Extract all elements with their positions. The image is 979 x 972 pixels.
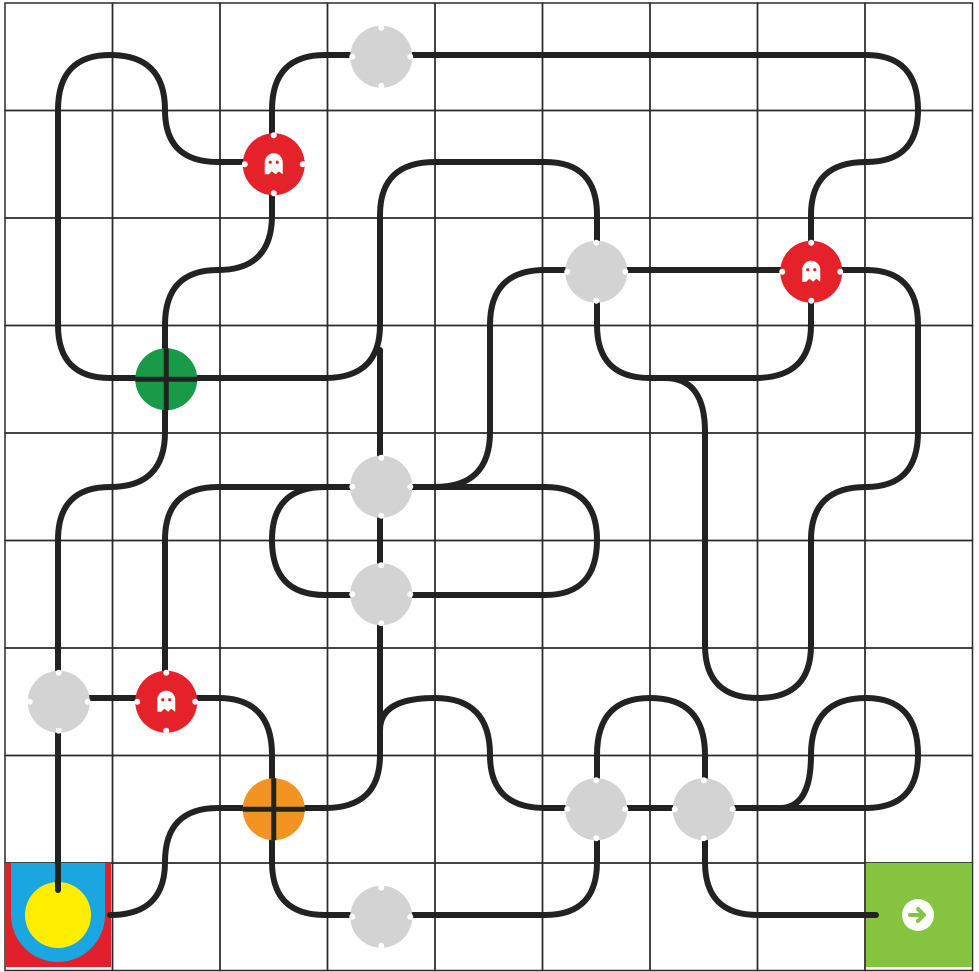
notch: [27, 699, 33, 705]
notch: [56, 728, 62, 734]
notch: [349, 591, 355, 597]
track: [300, 622, 380, 808]
notch: [378, 455, 384, 461]
notch: [378, 562, 384, 568]
notch: [701, 835, 707, 841]
track: [705, 835, 876, 915]
notch: [672, 806, 678, 812]
junction-node: [350, 563, 412, 625]
notch: [808, 298, 814, 304]
junction-node: [350, 26, 412, 88]
exit-arrow-icon: [902, 899, 934, 931]
junction-bottom-c[interactable]: [349, 885, 413, 949]
notch: [593, 777, 599, 783]
notch: [56, 670, 62, 676]
junction-top[interactable]: [349, 25, 413, 89]
notch: [378, 83, 384, 89]
grid-cell: [865, 541, 973, 649]
notch: [622, 269, 628, 275]
notch: [701, 777, 707, 783]
junction-bottom-a[interactable]: [564, 777, 628, 841]
junction-node: [565, 241, 627, 303]
junction-left[interactable]: [27, 670, 91, 734]
grid-cell: [650, 111, 758, 219]
junction-center-a[interactable]: [349, 455, 413, 519]
notch: [564, 806, 570, 812]
notch: [378, 885, 384, 891]
track: [110, 808, 245, 915]
notch: [779, 269, 785, 275]
notch: [85, 699, 91, 705]
ghost-eye: [276, 161, 279, 164]
green-node[interactable]: [135, 348, 197, 410]
notch: [622, 806, 628, 812]
notch: [271, 132, 277, 138]
track: [597, 298, 811, 378]
ghost-eye: [813, 268, 816, 271]
notch: [593, 298, 599, 304]
junction-node: [673, 778, 735, 840]
notch: [407, 54, 413, 60]
notch: [407, 484, 413, 490]
notch: [349, 914, 355, 920]
notch: [134, 699, 140, 705]
track: [733, 698, 918, 808]
notch: [242, 161, 248, 167]
notch: [192, 699, 198, 705]
notch: [300, 161, 306, 167]
ghost-icon: [157, 691, 175, 712]
junction-center-b[interactable]: [349, 562, 413, 626]
notch: [564, 269, 570, 275]
notch: [378, 620, 384, 626]
track: [597, 698, 705, 780]
notch: [378, 943, 384, 949]
track: [380, 698, 570, 808]
notch: [271, 190, 277, 196]
exit-cell[interactable]: [866, 863, 972, 967]
ghost-eye: [168, 698, 171, 701]
ghost-icon: [265, 153, 283, 174]
ghost-eye: [806, 268, 809, 271]
track: [165, 487, 352, 675]
junction-node: [350, 886, 412, 948]
track: [195, 698, 272, 780]
track: [272, 835, 352, 915]
track-network: [58, 55, 918, 915]
orange-node[interactable]: [243, 778, 305, 840]
notch: [349, 54, 355, 60]
notch: [593, 835, 599, 841]
track: [410, 270, 570, 487]
notch: [730, 806, 736, 812]
notch: [163, 728, 169, 734]
junction-node: [350, 456, 412, 518]
grid-cell: [220, 218, 328, 326]
notch: [378, 513, 384, 519]
ghost-eye: [269, 161, 272, 164]
ghost-1[interactable]: [242, 132, 306, 196]
ghost-2[interactable]: [779, 240, 843, 304]
notch: [808, 240, 814, 246]
notch: [378, 25, 384, 31]
junction-node: [565, 778, 627, 840]
junction-bottom-b[interactable]: [672, 777, 736, 841]
ghost-icon: [802, 261, 820, 282]
notch: [407, 591, 413, 597]
junction-node: [28, 671, 90, 733]
junction-mid-right[interactable]: [564, 240, 628, 304]
ghost-eye: [161, 698, 164, 701]
notch: [837, 269, 843, 275]
notch: [349, 484, 355, 490]
notch: [593, 240, 599, 246]
ghost-3[interactable]: [134, 670, 198, 734]
track: [410, 55, 918, 245]
notch: [163, 670, 169, 676]
notch: [407, 914, 413, 920]
track: [410, 835, 597, 915]
track: [665, 270, 918, 698]
